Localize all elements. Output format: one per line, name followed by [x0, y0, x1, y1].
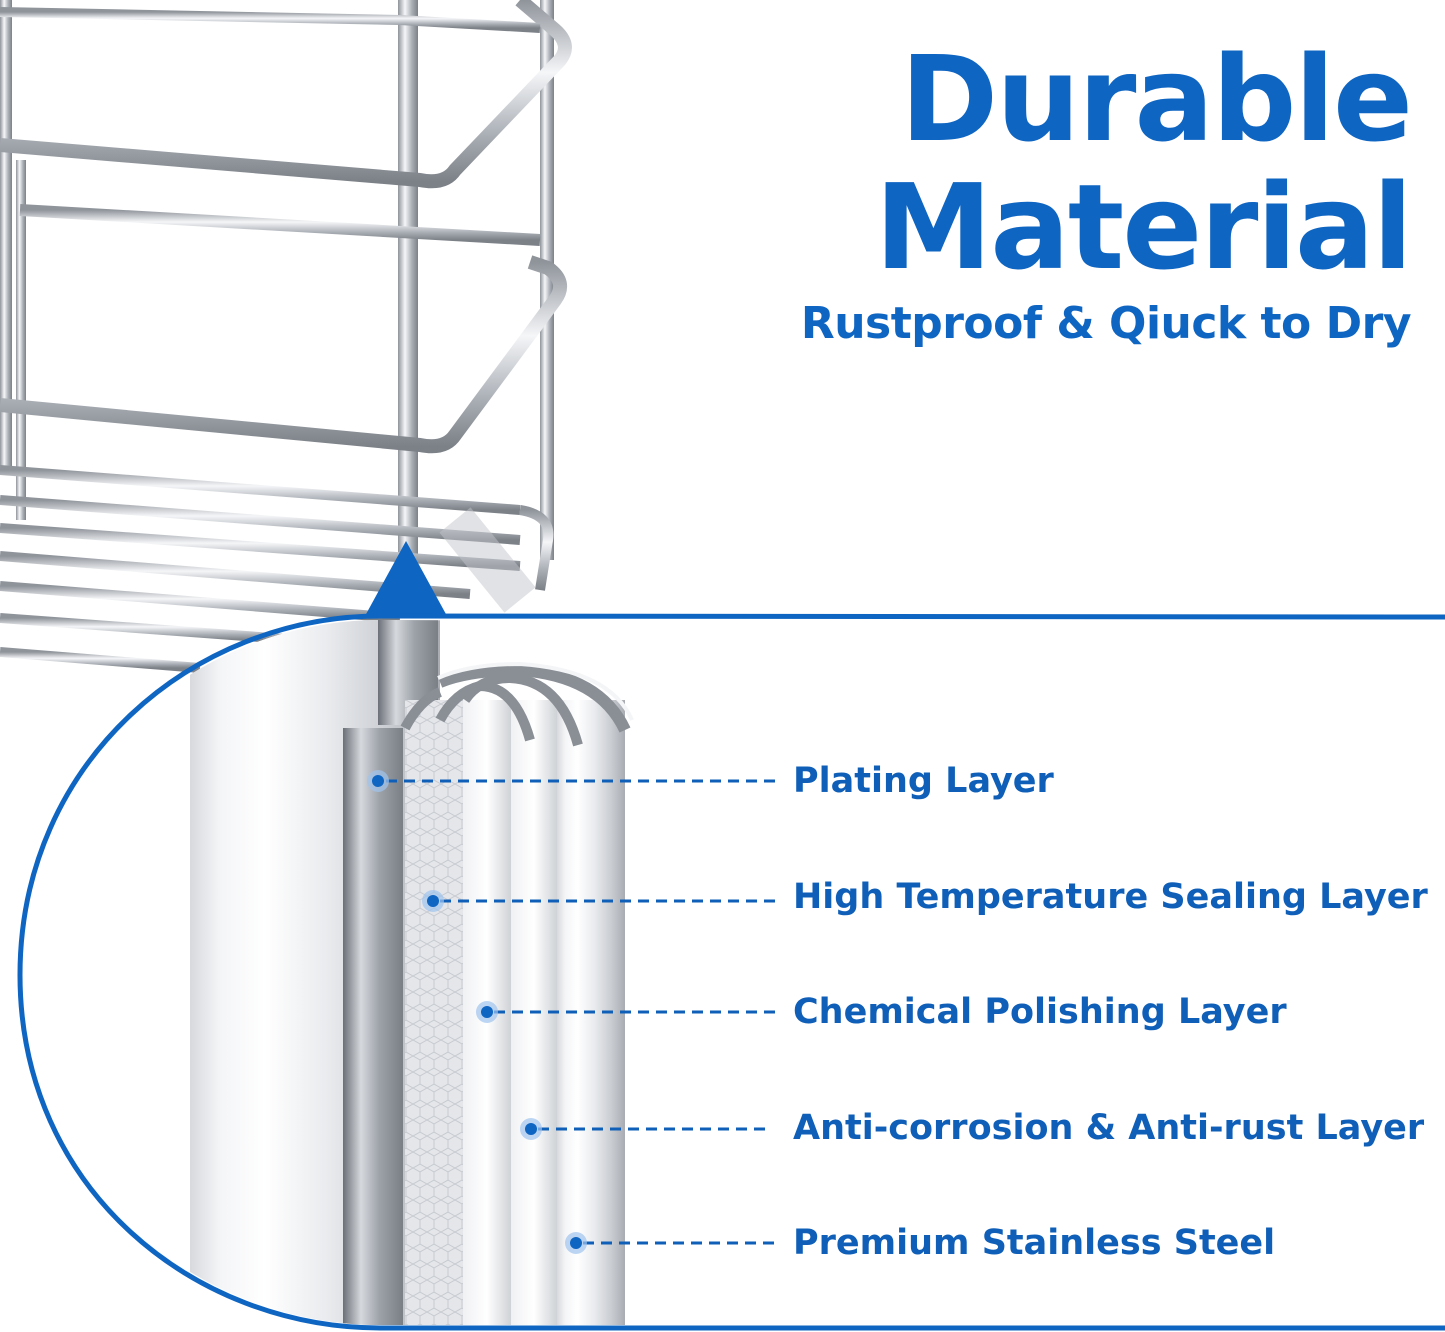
leader-lines	[386, 779, 776, 1245]
headline-line-2: Material	[874, 158, 1413, 296]
wire-basket	[0, 0, 572, 673]
zoom-pointer	[365, 541, 447, 616]
layer-label-plating: Plating Layer	[793, 761, 1054, 801]
headline-line-1: Durable	[900, 30, 1413, 168]
layer-label-anticorrosion: Anti-corrosion & Anti-rust Layer	[793, 1108, 1425, 1148]
layer-markers	[367, 770, 587, 1254]
layer-label-steel: Premium Stainless Steel	[793, 1223, 1276, 1263]
layer-label-polishing: Chemical Polishing Layer	[793, 992, 1287, 1032]
subtitle: Rustproof & Qiuck to Dry	[800, 298, 1412, 349]
layer-label-sealing: High Temperature Sealing Layer	[793, 877, 1428, 917]
